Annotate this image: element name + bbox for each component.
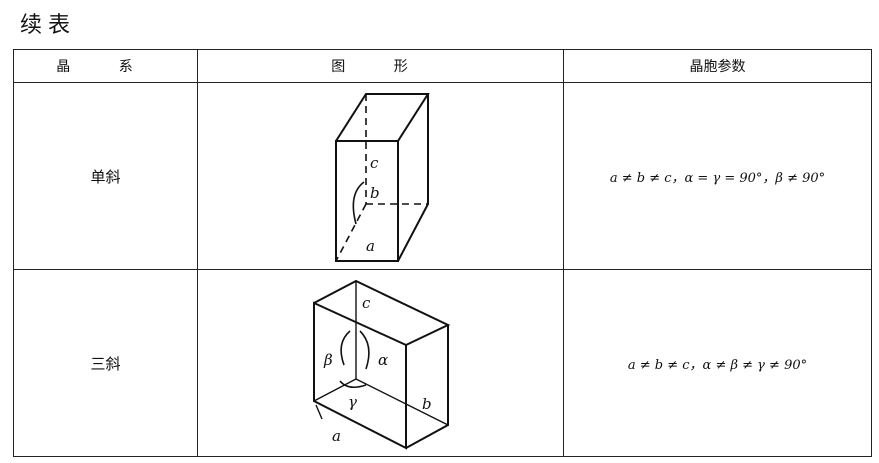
table-caption: 续表	[20, 13, 77, 38]
table-row: 三斜	[13, 269, 872, 457]
crystal-system-monoclinic: 单斜	[13, 82, 198, 270]
cell-parameters-monoclinic: a ≠ b ≠ c，α = γ = 90°，β ≠ 90°	[563, 82, 872, 270]
header-crystal-system: 晶 系	[13, 49, 198, 83]
top-face	[313, 279, 451, 346]
label-a-pointer	[315, 404, 323, 420]
top-face	[335, 93, 430, 142]
figure-cell-monoclinic: c b a	[197, 82, 564, 270]
label-beta: β	[323, 351, 333, 369]
hidden-edge-diagonal	[335, 203, 367, 262]
front-face	[313, 301, 407, 450]
label-alpha: α	[378, 351, 388, 369]
label-b: b	[422, 395, 432, 413]
header-cell-parameters: 晶胞参数	[563, 49, 872, 83]
crystal-system-triclinic: 三斜	[13, 269, 198, 457]
gamma-angle-arc	[339, 380, 367, 389]
hidden-edge-diagonal	[313, 378, 357, 402]
triclinic-cell-diagram: c β α γ b a	[313, 279, 451, 450]
cell-parameters-triclinic: a ≠ b ≠ c，α ≠ β ≠ γ ≠ 90°	[563, 269, 872, 457]
label-c: c	[362, 294, 371, 312]
label-gamma: γ	[348, 393, 357, 411]
beta-angle-arc	[352, 181, 365, 225]
table-row: 单斜 c b a	[13, 82, 872, 270]
header-row: 晶 系 图 形 晶胞参数	[13, 49, 872, 83]
header-figure: 图 形	[197, 49, 564, 83]
label-b: b	[370, 184, 380, 202]
crystal-system-table: 晶 系 图 形 晶胞参数 单斜	[13, 49, 872, 457]
figure-cell-triclinic: c β α γ b a	[197, 269, 564, 457]
alpha-angle-arc	[359, 330, 370, 370]
label-c: c	[370, 154, 379, 172]
label-a: a	[332, 427, 341, 445]
right-face	[405, 325, 449, 449]
monoclinic-cell-diagram: c b a	[335, 93, 430, 262]
label-a: a	[366, 237, 375, 255]
beta-angle-arc	[340, 330, 351, 366]
hidden-edge-horizontal	[355, 378, 449, 426]
